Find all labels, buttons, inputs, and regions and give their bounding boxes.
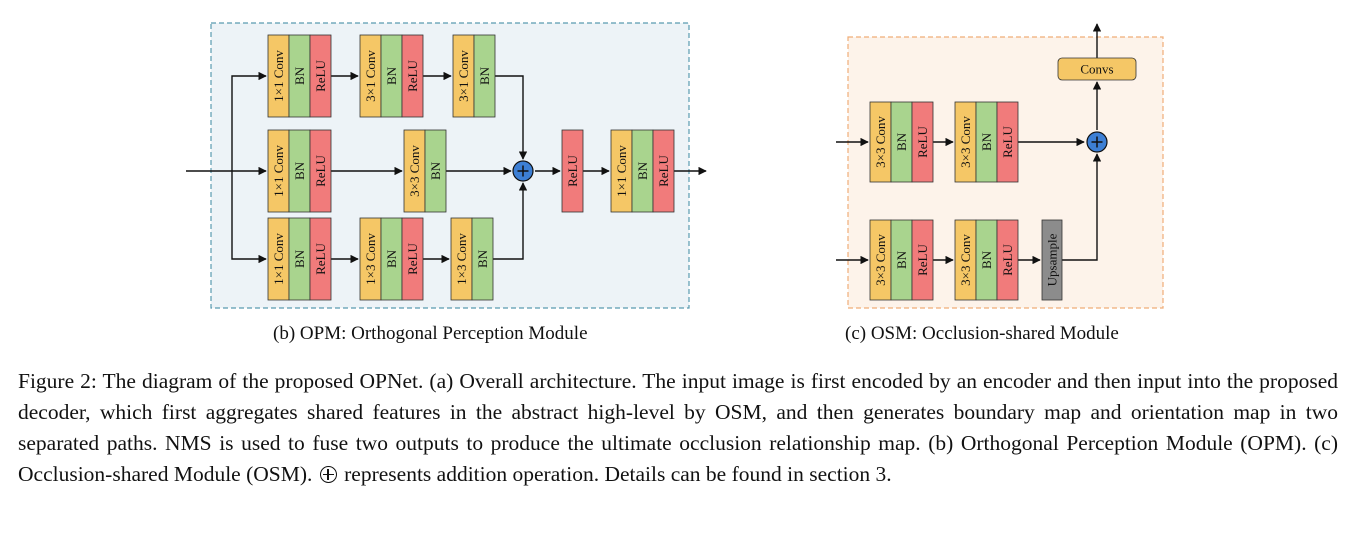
osm-b1-conv: 3×3 Conv bbox=[869, 219, 892, 301]
caption-text-part2: represents addition operation. Details c… bbox=[344, 462, 892, 486]
osm-b1-bn-label: BN bbox=[894, 250, 909, 269]
opm-r3-b1-bn: BN bbox=[288, 217, 311, 301]
osm-b2-bn: BN bbox=[975, 219, 998, 301]
opm-branch-bottom-arrow bbox=[231, 171, 267, 264]
opm-r2-b1-relu: ReLU bbox=[309, 129, 332, 213]
osm-t1-conv: 3×3 Conv bbox=[869, 101, 892, 183]
opm-r2-b2-bn-label: BN bbox=[428, 161, 443, 180]
osm-t2-bn-label: BN bbox=[979, 132, 994, 151]
opm-r3-b3-bn: BN bbox=[471, 217, 494, 301]
osm-b1-bn: BN bbox=[890, 219, 913, 301]
osm-plus-icon bbox=[1086, 131, 1108, 153]
opm-r2-b2-conv: 3×3 Conv bbox=[403, 129, 426, 213]
opm-r2-b2-conv-label: 3×3 Conv bbox=[407, 145, 422, 197]
osm-convs: Convs bbox=[1057, 57, 1137, 81]
figure-caption: Figure 2: The diagram of the proposed OP… bbox=[18, 366, 1338, 490]
opm-r3-b2-relu-label: ReLU bbox=[405, 243, 420, 275]
opm-r1-b2-conv-label: 3×1 Conv bbox=[363, 50, 378, 102]
opm-r3-b2-bn: BN bbox=[380, 217, 403, 301]
opm-subcaption: (b) OPM: Orthogonal Perception Module bbox=[273, 323, 588, 344]
osm-b2-relu: ReLU bbox=[996, 219, 1019, 301]
osm-t2-conv: 3×3 Conv bbox=[954, 101, 977, 183]
opm-r1-b1-relu-label: ReLU bbox=[313, 60, 328, 92]
opm-r3-b1-conv-label: 1×1 Conv bbox=[271, 233, 286, 285]
opm-out-relu-label: ReLU bbox=[656, 155, 671, 187]
osm-t1-bn-label: BN bbox=[894, 132, 909, 151]
osm-subcaption: (c) OSM: Occlusion-shared Module bbox=[845, 323, 1119, 344]
opm-plus-icon bbox=[512, 160, 534, 182]
osm-t2-bn: BN bbox=[975, 101, 998, 183]
opm-r3-b3-conv-label: 1×3 Conv bbox=[454, 233, 469, 285]
opm-r1-b1-bn: BN bbox=[288, 34, 311, 118]
opm-r1-b2-relu: ReLU bbox=[401, 34, 424, 118]
opm-r1-b3-conv: 3×1 Conv bbox=[452, 34, 475, 118]
osm-b2-conv: 3×3 Conv bbox=[954, 219, 977, 301]
opm-r2-b1-conv: 1×1 Conv bbox=[267, 129, 290, 213]
osm-t1-relu: ReLU bbox=[911, 101, 934, 183]
opm-r2-b2-bn: BN bbox=[424, 129, 447, 213]
osm-t1-relu-label: ReLU bbox=[915, 126, 930, 158]
opm-relu: ReLU bbox=[561, 129, 584, 213]
osm-upsample-to-plus bbox=[1062, 153, 1102, 261]
osm-upsample: Upsample bbox=[1041, 219, 1063, 301]
osm-b1-conv-label: 3×3 Conv bbox=[873, 234, 888, 286]
osm-b2-conv-label: 3×3 Conv bbox=[958, 234, 973, 286]
opm-r3-b2-bn-label: BN bbox=[384, 249, 399, 268]
opm-out-bn-label: BN bbox=[635, 161, 650, 180]
opm-r3-b3-conv: 1×3 Conv bbox=[450, 217, 473, 301]
opm-r1-b1-bn-label: BN bbox=[292, 66, 307, 85]
opm-out-conv-label: 1×1 Conv bbox=[614, 145, 629, 197]
opm-r3-b1-bn-label: BN bbox=[292, 249, 307, 268]
opm-r1-b1-conv-label: 1×1 Conv bbox=[271, 50, 286, 102]
opm-relu-label: ReLU bbox=[565, 155, 580, 187]
opm-r1-b2-bn-label: BN bbox=[384, 66, 399, 85]
osm-b1-relu: ReLU bbox=[911, 219, 934, 301]
opm-r1-b1-relu: ReLU bbox=[309, 34, 332, 118]
opm-r3-to-plus bbox=[493, 182, 528, 260]
opm-r1-b1-conv: 1×1 Conv bbox=[267, 34, 290, 118]
opm-out-bn: BN bbox=[631, 129, 654, 213]
osm-b1-relu-label: ReLU bbox=[915, 244, 930, 276]
osm-t2-relu-label: ReLU bbox=[1000, 126, 1015, 158]
opm-r2-b1-bn: BN bbox=[288, 129, 311, 213]
opm-r1-b3-conv-label: 3×1 Conv bbox=[456, 50, 471, 102]
opm-r3-b2-conv: 1×3 Conv bbox=[359, 217, 382, 301]
opm-r3-b1-conv: 1×1 Conv bbox=[267, 217, 290, 301]
opm-r3-b1-relu-label: ReLU bbox=[313, 243, 328, 275]
osm-convs-label: Convs bbox=[1080, 62, 1113, 77]
opm-r1-b3-bn-label: BN bbox=[477, 66, 492, 85]
opm-r2-b1-relu-label: ReLU bbox=[313, 155, 328, 187]
opm-branch-top-arrow bbox=[231, 71, 267, 171]
opm-r1-b3-bn: BN bbox=[473, 34, 496, 118]
osm-upsample-label: Upsample bbox=[1045, 233, 1060, 286]
osm-t2-conv-label: 3×3 Conv bbox=[958, 116, 973, 168]
opm-r2-b1-conv-label: 1×1 Conv bbox=[271, 145, 286, 197]
osm-b2-bn-label: BN bbox=[979, 250, 994, 269]
opm-r3-b2-conv-label: 1×3 Conv bbox=[363, 233, 378, 285]
caption-text-part1: Figure 2: The diagram of the proposed OP… bbox=[18, 369, 1338, 486]
opm-out-relu: ReLU bbox=[652, 129, 675, 213]
opm-r1-to-plus bbox=[495, 75, 528, 160]
opm-r1-b2-conv: 3×1 Conv bbox=[359, 34, 382, 118]
opm-r3-b1-relu: ReLU bbox=[309, 217, 332, 301]
osm-b2-relu-label: ReLU bbox=[1000, 244, 1015, 276]
osm-t1-conv-label: 3×3 Conv bbox=[873, 116, 888, 168]
opm-r3-b2-relu: ReLU bbox=[401, 217, 424, 301]
opm-r1-b2-relu-label: ReLU bbox=[405, 60, 420, 92]
oplus-icon bbox=[319, 466, 337, 483]
opm-r1-b2-bn: BN bbox=[380, 34, 403, 118]
opm-r3-b3-bn-label: BN bbox=[475, 249, 490, 268]
osm-t1-bn: BN bbox=[890, 101, 913, 183]
osm-t2-relu: ReLU bbox=[996, 101, 1019, 183]
opm-r2-b1-bn-label: BN bbox=[292, 161, 307, 180]
opm-out-conv: 1×1 Conv bbox=[610, 129, 633, 213]
